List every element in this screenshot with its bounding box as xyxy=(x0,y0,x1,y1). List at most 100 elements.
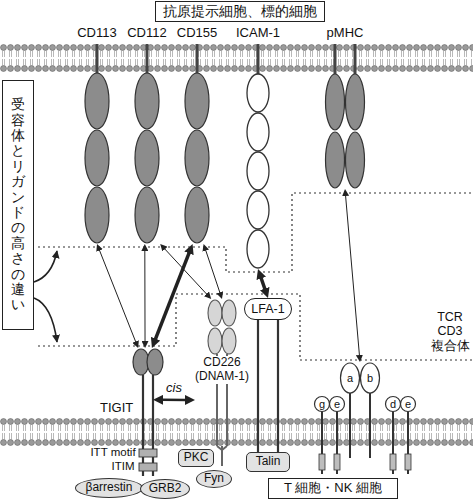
ligand-molecule: CD155 xyxy=(175,26,219,244)
subunit-letter: e xyxy=(405,398,411,411)
connector-arrow xyxy=(206,250,220,293)
tcr-complex xyxy=(315,363,416,474)
ig-domain xyxy=(185,187,209,243)
cell-heading-box: 抗原提示細胞、標的細胞 xyxy=(155,1,325,22)
signal-protein: Fyn xyxy=(196,470,232,488)
cell-membrane xyxy=(0,44,473,72)
itam-segment xyxy=(319,454,325,470)
integrin-stalk xyxy=(258,320,278,452)
pointer-arrow xyxy=(34,251,57,282)
motif-label: ITIM xyxy=(112,460,135,473)
ligand-molecule: CD112 xyxy=(125,26,169,244)
edge-label: cis xyxy=(164,381,184,396)
ig-domain xyxy=(85,130,109,186)
heading-text: 抗原提示細胞、標的細胞 xyxy=(163,3,317,19)
subunit-letter: g xyxy=(319,398,325,411)
ig-domain xyxy=(222,328,236,354)
vertical-note: 受容体とリガンドの高さの違い xyxy=(11,97,25,312)
ligand-molecule: CD113 xyxy=(75,26,119,244)
height-guide xyxy=(38,294,473,360)
connector-arrow xyxy=(144,250,145,341)
molecule-name: LFA-1 xyxy=(251,302,284,316)
motif-segment xyxy=(139,463,157,471)
cd3-chain xyxy=(315,397,330,412)
tcr-chain xyxy=(361,363,380,393)
connector-arrow xyxy=(164,249,206,295)
motif-label: ITT motif xyxy=(90,446,135,459)
cd3-chain xyxy=(330,397,345,412)
ig-domain xyxy=(247,230,269,268)
subunit-letter: d xyxy=(390,398,396,411)
tcr-chain xyxy=(341,363,360,393)
ig-domain xyxy=(147,349,163,375)
integrin-head: LFA-1 xyxy=(244,298,292,320)
molecule-name: pMHC xyxy=(327,26,364,41)
connector-arrow xyxy=(162,399,186,402)
ig-domain xyxy=(135,130,159,186)
itam-segment xyxy=(405,454,411,470)
molecule-name: CD113 xyxy=(77,26,117,41)
ig-domain xyxy=(247,191,269,229)
tigit-molecule xyxy=(133,349,163,476)
protein-name: Talin xyxy=(256,455,281,469)
cell-label-box: T 細胞・NK 細胞 xyxy=(268,478,398,499)
mhc-domain xyxy=(346,74,365,130)
cd3-chain xyxy=(386,397,401,412)
receptor-molecule: CD226 (DNAM-1) xyxy=(195,299,249,418)
subunit-letter: b xyxy=(367,372,373,385)
molecule-name: CD112 xyxy=(127,26,167,41)
molecule-name: ICAM-1 xyxy=(236,26,280,41)
molecule-name: TIGIT xyxy=(100,401,133,416)
ig-domain xyxy=(247,152,269,190)
receptor-stalk xyxy=(322,393,408,474)
connector-arrow xyxy=(155,252,189,339)
ig-domain xyxy=(247,113,269,151)
cell-name: T 細胞・NK 細胞 xyxy=(284,481,382,496)
receptor-molecule: TIGIT xyxy=(100,348,153,418)
protein-name: βarrestin xyxy=(86,481,133,495)
pointer-arrow xyxy=(34,298,57,342)
protein-name: PKC xyxy=(184,451,209,465)
ig-domain xyxy=(85,73,109,129)
subunit-letter: e xyxy=(334,398,340,411)
icam-domains xyxy=(247,74,269,268)
ig-domain xyxy=(85,187,109,243)
ig-domain xyxy=(185,73,209,129)
ig-domain xyxy=(185,130,209,186)
protein-name: GRB2 xyxy=(149,482,182,496)
signal-protein: βarrestin xyxy=(75,478,144,498)
signal-protein: GRB2 xyxy=(140,479,190,499)
connector-arrow xyxy=(346,195,360,355)
ig-domain xyxy=(208,328,222,354)
cell-membrane xyxy=(0,418,473,446)
ig-domain xyxy=(135,187,159,243)
receptor-stalk xyxy=(143,375,153,476)
note-box: 受容体とリガンドの高さの違い xyxy=(2,80,34,330)
cd3-chain xyxy=(401,397,416,412)
subunit-letter: a xyxy=(347,372,353,385)
signal-protein: PKC xyxy=(178,449,215,467)
connector-arrow xyxy=(261,278,265,290)
ig-domain xyxy=(135,73,159,129)
mhc-domain xyxy=(346,132,365,188)
protein-name: Fyn xyxy=(204,472,224,486)
molecule-name: CD155 xyxy=(177,26,217,41)
mhc-domain xyxy=(326,132,345,188)
ligand-molecule: pMHC xyxy=(323,26,367,189)
mhc-domain xyxy=(326,74,345,130)
ig-domain xyxy=(222,300,236,326)
ig-domain xyxy=(208,300,222,326)
membrane-anchor xyxy=(97,44,355,74)
signal-protein: Talin xyxy=(246,452,290,472)
ligand-domains xyxy=(85,73,365,243)
connector-arrow xyxy=(99,250,136,342)
ig-domain xyxy=(247,74,269,112)
molecule-name: CD226 (DNAM-1) xyxy=(193,356,251,384)
itam-segment xyxy=(334,454,340,470)
itam-segment xyxy=(390,454,396,470)
ligand-molecule: ICAM-1 xyxy=(234,26,282,269)
molecule-name: TCR CD3 複合体 xyxy=(430,310,470,353)
